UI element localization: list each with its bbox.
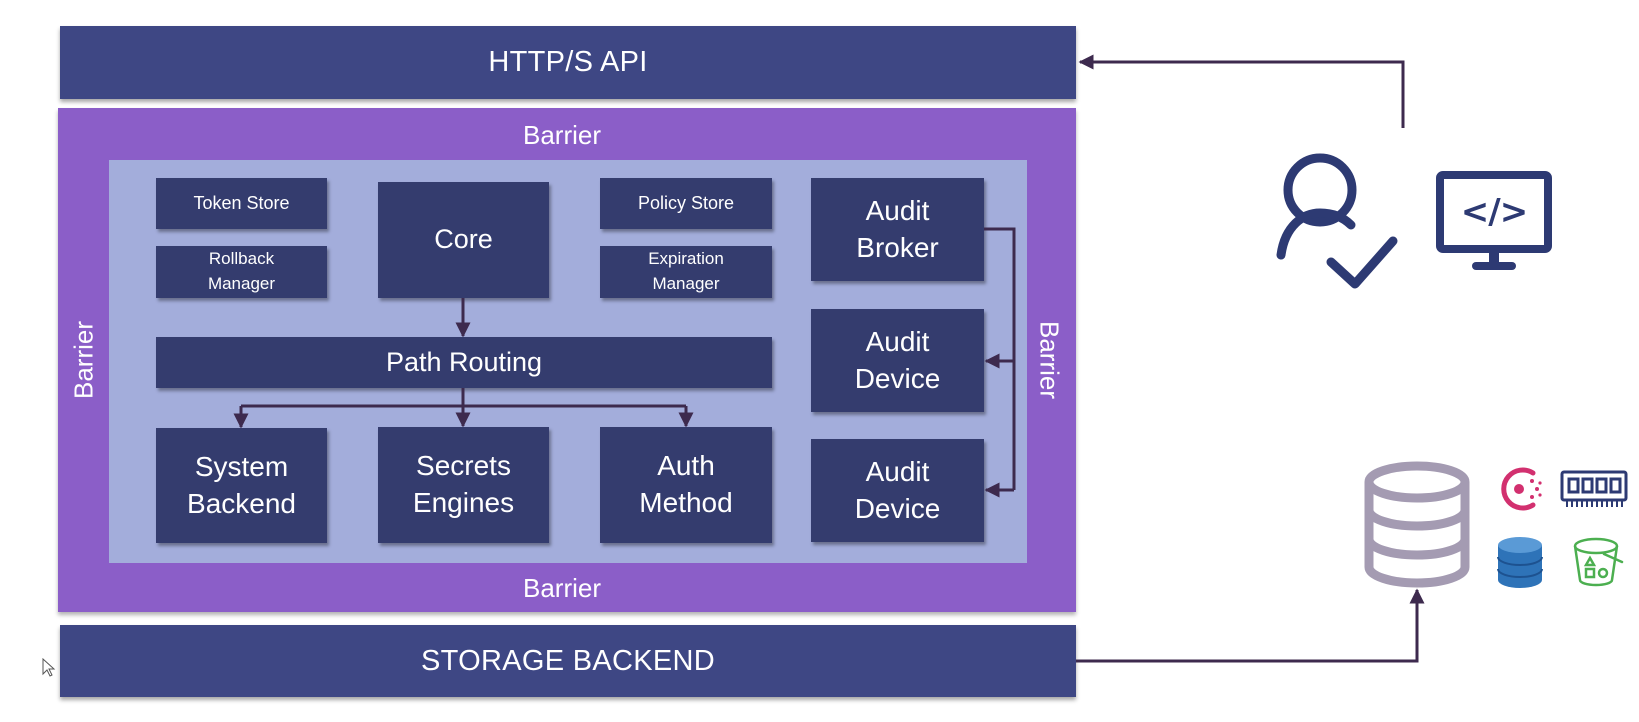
policy-store-box: Policy Store <box>600 178 772 229</box>
arrow-broker-line <box>984 227 1016 490</box>
system-backend-label-1: System <box>194 450 289 482</box>
system-backend-label-2: Backend <box>187 487 296 519</box>
rollback-manager-label-2: Manager <box>207 274 276 293</box>
monitor-stand <box>1489 252 1499 263</box>
audit-device-1-label-1: Audit <box>865 325 930 357</box>
barrier-label-top: Barrier <box>523 120 602 150</box>
rollback-manager-box: Rollback Manager <box>156 246 327 298</box>
audit-device-2-label-1: Audit <box>865 455 930 487</box>
core-box: Core <box>378 182 549 298</box>
storage-backend-bar: STORAGE BACKEND <box>60 625 1076 697</box>
token-store-box: Token Store <box>156 178 327 229</box>
audit-device-2-label-2: Device <box>854 492 941 524</box>
http-api-bar: HTTP/S API <box>60 26 1076 99</box>
secrets-engines-box: Secrets Engines <box>378 427 549 543</box>
secrets-engines-label-2: Engines <box>412 487 515 518</box>
http-api-label: HTTP/S API <box>488 46 648 78</box>
auth-method-box: Auth Method <box>600 427 772 543</box>
policy-store-label: Policy Store <box>637 192 735 213</box>
audit-device-1-label-2: Device <box>854 362 941 394</box>
audit-broker-box: Audit Broker <box>811 178 984 281</box>
arrow-client-to-api <box>1078 54 1405 128</box>
expiration-manager-label-2: Manager <box>652 274 720 293</box>
audit-device-box-2: Audit Device <box>811 439 984 542</box>
audit-broker-label-2: Broker <box>856 231 939 263</box>
path-routing-label: Path Routing <box>385 346 543 377</box>
core-label: Core <box>434 224 493 255</box>
storage-backend-label: STORAGE BACKEND <box>420 644 716 677</box>
auth-method-label-2: Method <box>639 487 733 518</box>
monitor-code-icon: </> <box>1436 171 1552 253</box>
barrier-label-bottom: Barrier <box>523 573 602 603</box>
code-glyph: </> <box>1460 192 1528 232</box>
secrets-engines-label-1: Secrets <box>416 450 511 482</box>
expiration-manager-box: Expiration Manager <box>600 246 772 298</box>
system-backend-box: System Backend <box>156 428 327 543</box>
monitor-base <box>1472 262 1516 270</box>
arrow-storage-to-db <box>1076 588 1425 663</box>
mouse-cursor-icon <box>42 658 56 677</box>
expiration-manager-label-1: Expiration <box>648 249 724 269</box>
rollback-manager-label-1: Rollback <box>208 249 275 269</box>
audit-device-box-1: Audit Device <box>811 309 984 412</box>
path-routing-box: Path Routing <box>156 337 772 388</box>
auth-method-label-1: Auth <box>657 450 715 482</box>
audit-broker-label-1: Audit <box>865 194 930 226</box>
token-store-label: Token Store <box>193 192 290 213</box>
